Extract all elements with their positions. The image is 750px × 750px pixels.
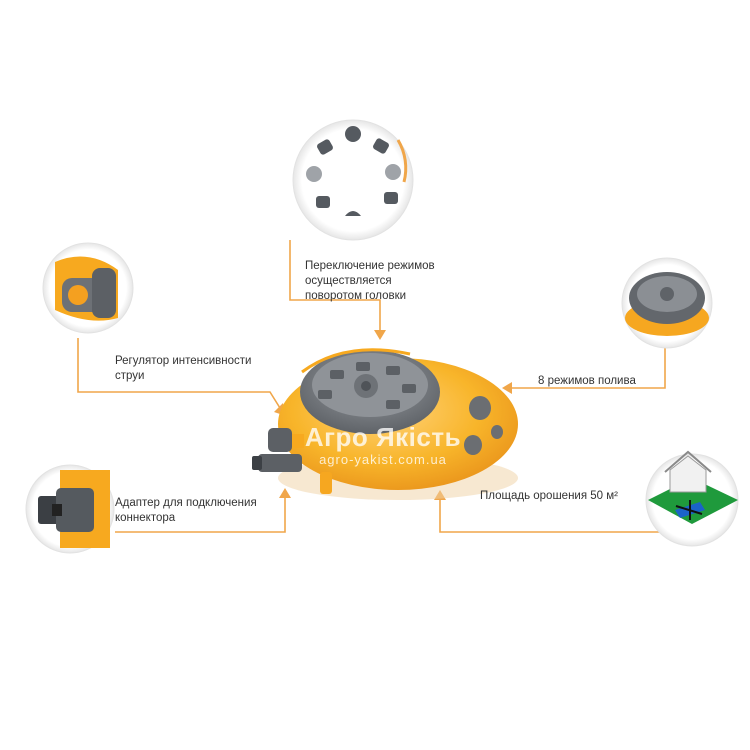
mode-icon-2 (373, 138, 389, 154)
mode-icon-8 (317, 139, 333, 155)
area-detail-circle (645, 450, 739, 547)
label-area: Площадь орошения 50 м² (480, 490, 618, 502)
sprinkler-product (252, 348, 518, 500)
regulator-knob (268, 428, 292, 452)
arrow-modes (374, 330, 386, 340)
callout-line-modes (289, 240, 381, 330)
mode-icon-5 (345, 211, 361, 216)
callout-line-regulator (77, 338, 281, 409)
callout-line-eight (512, 347, 666, 389)
head-detail-circle (621, 257, 713, 349)
spray-mode-icons (306, 126, 401, 216)
mode-icon-7 (306, 166, 322, 182)
callout-line-adapter (115, 498, 286, 533)
callout-line-area (439, 500, 670, 533)
label-eight-modes: 8 режимов полива (538, 375, 636, 387)
modes-detail-circle (292, 119, 414, 241)
rotation-arrow (396, 139, 408, 183)
mode-icon-1 (345, 126, 361, 142)
label-modes-switch: Переключение режимов осуществляется пово… (305, 260, 435, 302)
head-mode-markings (318, 362, 416, 409)
mode-icon-3 (385, 164, 401, 180)
regulator-detail-circle (42, 242, 134, 334)
adapter-detail-circle (25, 464, 115, 554)
hose-adapter (258, 454, 302, 472)
mode-icon-4 (384, 192, 398, 204)
mode-icon-6 (316, 196, 330, 208)
arrow-eight (502, 382, 512, 394)
house-icon (669, 455, 707, 493)
callout-lines (77, 240, 670, 533)
arrow-adapter (279, 488, 291, 498)
label-regulator: Регулятор интенсивности струи (115, 355, 252, 382)
label-adapter: Адаптер для подключения коннектора (115, 497, 257, 524)
